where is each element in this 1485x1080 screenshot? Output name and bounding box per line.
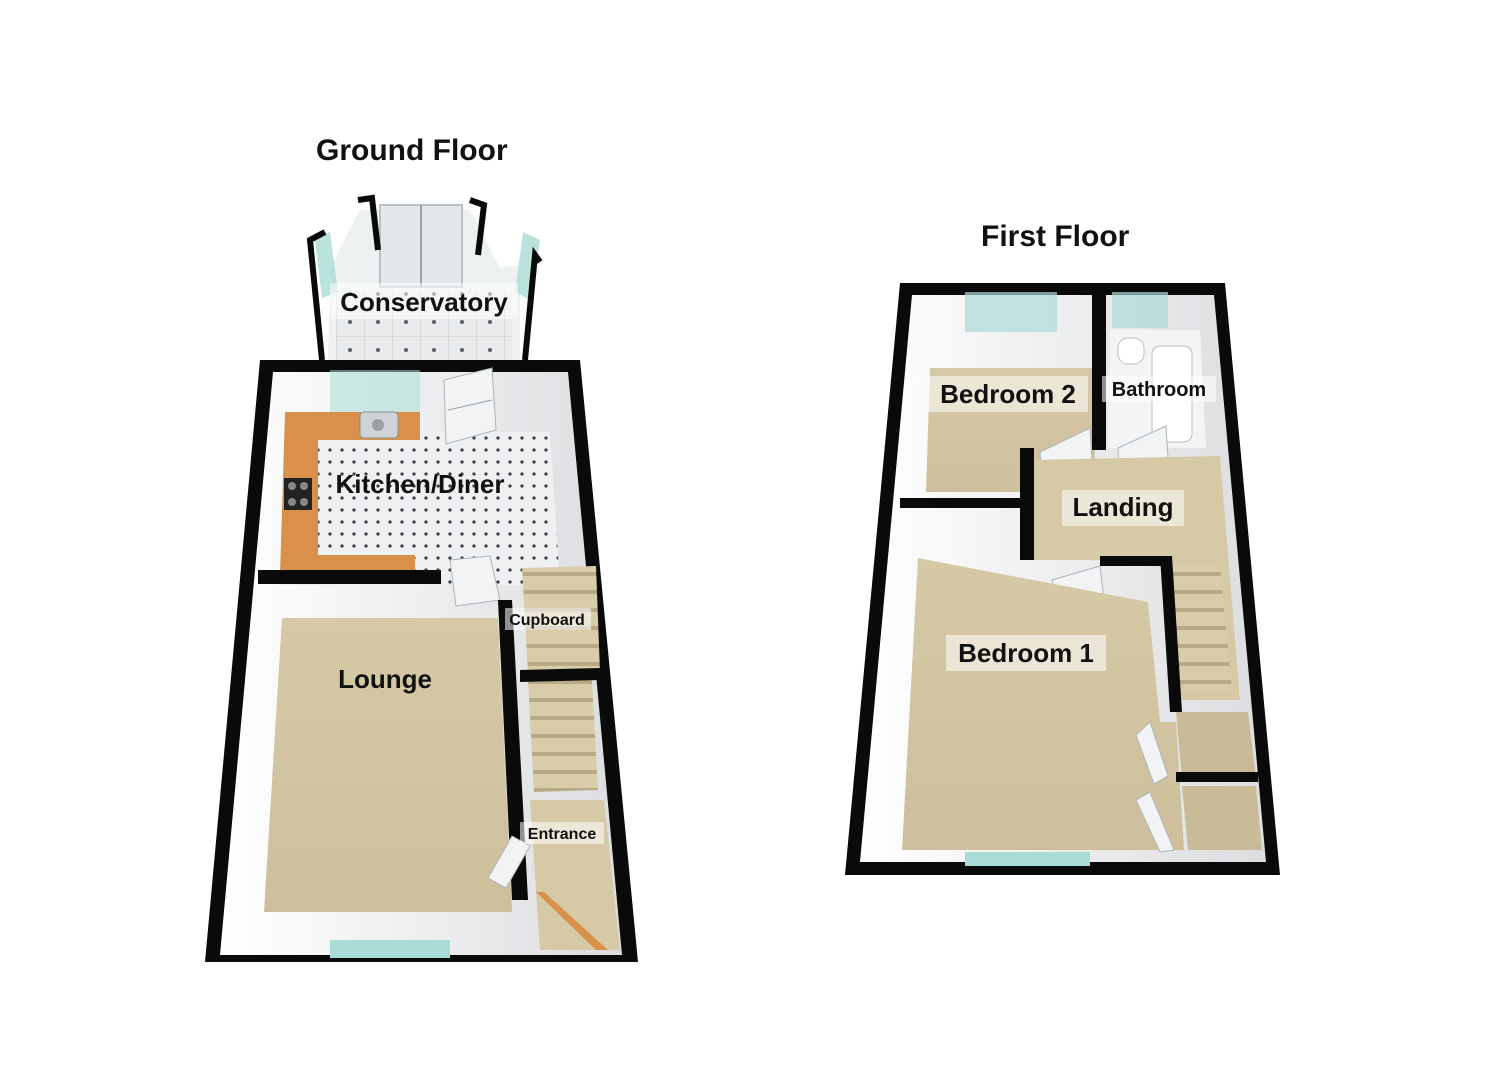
kitchen-worktop (280, 412, 420, 575)
first-floor-plan: Bedroom 2 Bathroom Landing Bedroom 1 (845, 283, 1280, 875)
wardrobe-door-2 (1135, 791, 1175, 853)
label-bedroom-2: Bedroom 2 (940, 379, 1076, 409)
label-bathroom: Bathroom (1112, 379, 1206, 401)
front-door (536, 892, 608, 950)
wardrobes (1135, 712, 1262, 853)
first-floor-title: First Floor (981, 220, 1130, 253)
lounge-room (264, 618, 512, 958)
ground-floor-title: Ground Floor (316, 134, 508, 167)
bedroom-1-window (965, 852, 1090, 866)
bedroom-2-window (965, 292, 1057, 332)
stairs-first (1168, 565, 1232, 690)
label-conservatory: Conservatory (340, 287, 508, 317)
lounge-window (330, 940, 450, 958)
wardrobe-door-1 (1135, 721, 1169, 785)
label-cupboard: Cupboard (509, 612, 585, 629)
entrance-inner-door (487, 835, 531, 889)
kitchen-hob (284, 478, 312, 510)
conservatory-room (306, 194, 543, 362)
ground-floor-plan: Conservatory Kitchen/Diner Cupboard Loun… (205, 194, 638, 962)
label-bedroom-1: Bedroom 1 (958, 638, 1094, 668)
kitchen-diner-room (280, 367, 560, 607)
kitchen-back-door (443, 367, 497, 445)
label-landing: Landing (1072, 492, 1173, 522)
label-kitchen-diner: Kitchen/Diner (335, 469, 504, 499)
label-lounge: Lounge (338, 664, 432, 694)
label-entrance: Entrance (528, 826, 597, 843)
toilet (1117, 337, 1145, 365)
bedroom-1-room (902, 558, 1184, 866)
